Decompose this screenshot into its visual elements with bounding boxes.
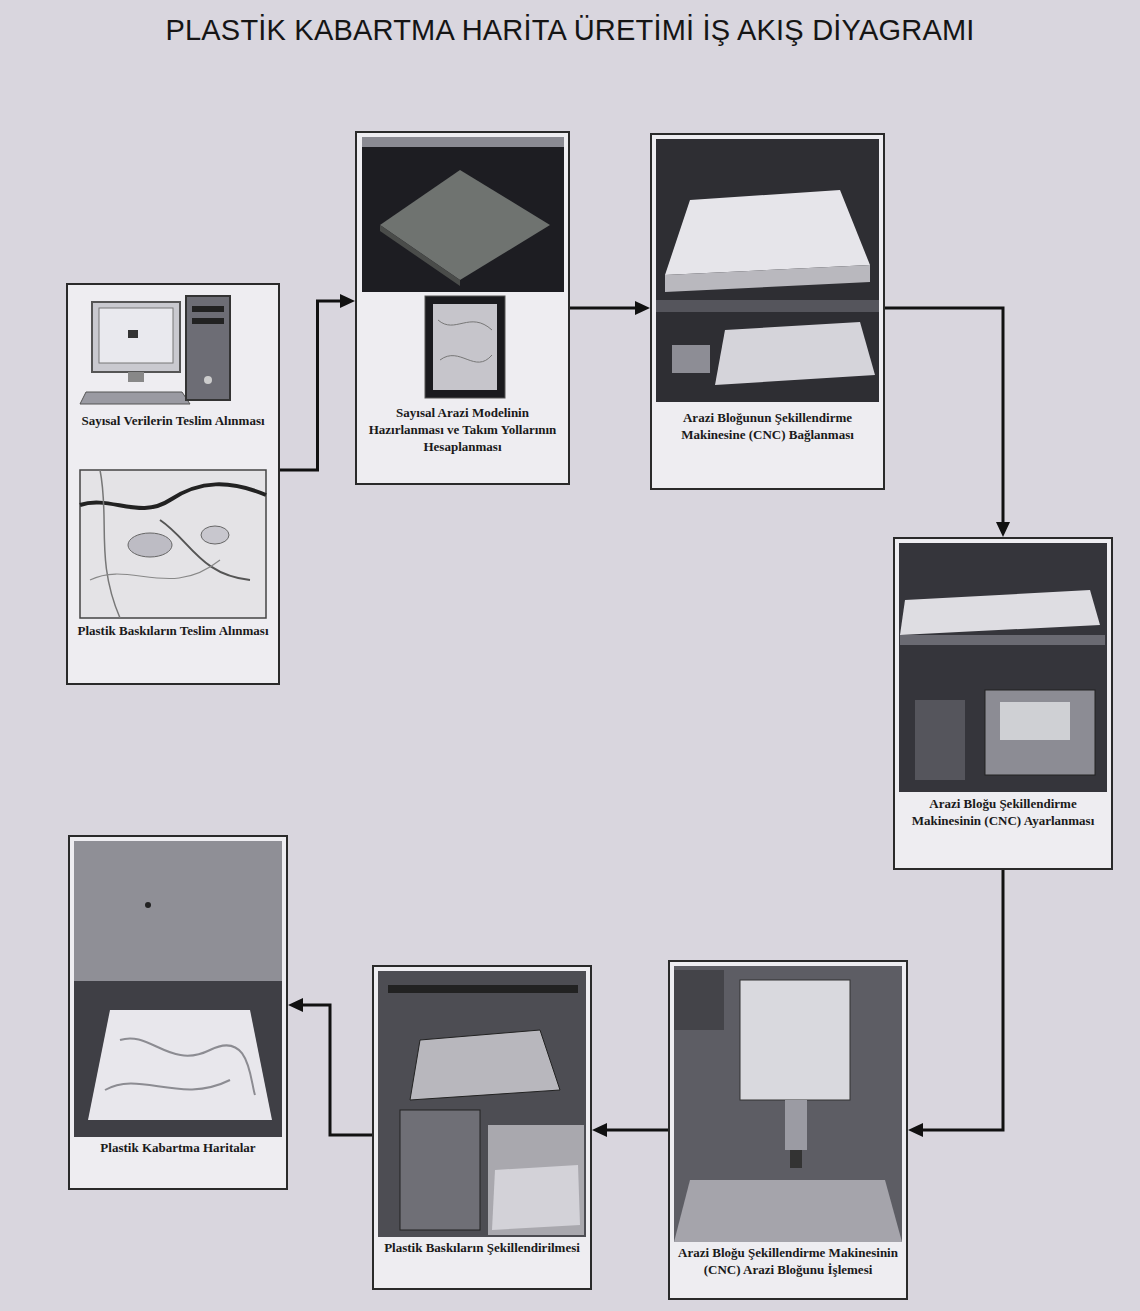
flow-arrow	[885, 308, 1010, 537]
flow-arrow	[592, 1123, 668, 1137]
flow-arrow	[908, 870, 1003, 1137]
step-caption: Arazi Bloğunun Şekillendirme Makinesine …	[660, 410, 875, 444]
step-caption: Arazi Bloğu Şekillendirme Makinesinin (C…	[678, 1245, 898, 1279]
connector-line	[280, 301, 342, 470]
arrow-head	[908, 1123, 923, 1137]
step-caption: Sayısal Verilerin Teslim Alınması	[76, 413, 270, 430]
connector-line	[921, 870, 1003, 1130]
flow-arrow	[280, 294, 355, 470]
flow-arrow	[570, 301, 650, 315]
arrow-head	[635, 301, 650, 315]
connector-line	[605, 1129, 668, 1132]
process-box: Sayısal Verilerin Teslim AlınmasıPlastik…	[66, 283, 280, 685]
process-box: Plastik Kabartma Haritalar	[68, 835, 288, 1190]
process-box: Sayısal Arazi Modelinin Hazırlanması ve …	[355, 131, 570, 485]
arrow-head	[288, 998, 303, 1012]
step-caption: Arazi Bloğu Şekillendirme Makinesinin (C…	[903, 796, 1103, 830]
step-caption: Plastik Baskıların Teslim Alınması	[76, 623, 270, 640]
step-caption: Plastik Kabartma Haritalar	[78, 1140, 278, 1157]
arrow-head	[592, 1123, 607, 1137]
arrow-head	[996, 522, 1010, 537]
process-box: Arazi Bloğu Şekillendirme Makinesinin (C…	[893, 537, 1113, 870]
process-box: Arazi Bloğu Şekillendirme Makinesinin (C…	[668, 960, 908, 1300]
connector-line	[570, 307, 637, 310]
diagram-title: PLASTİK KABARTMA HARİTA ÜRETİMİ İŞ AKIŞ …	[0, 14, 1140, 47]
process-box: Arazi Bloğunun Şekillendirme Makinesine …	[650, 133, 885, 490]
arrow-head	[340, 294, 355, 308]
connector-line	[301, 1005, 372, 1135]
flow-arrow	[288, 998, 372, 1135]
process-box: Plastik Baskıların Şekillendirilmesi	[372, 965, 592, 1290]
connector-line	[885, 308, 1003, 524]
step-caption: Plastik Baskıların Şekillendirilmesi	[382, 1240, 582, 1257]
step-caption: Sayısal Arazi Modelinin Hazırlanması ve …	[365, 405, 560, 456]
